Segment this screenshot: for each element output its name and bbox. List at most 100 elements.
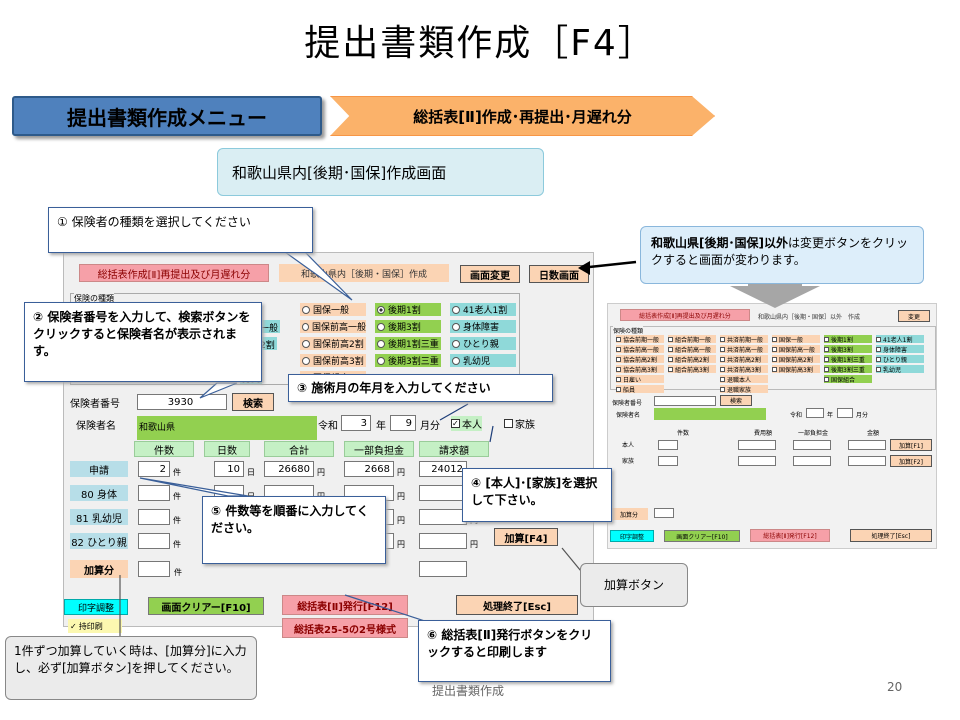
form-25-5-button[interactable]: 総括表25-5の2号様式	[282, 618, 408, 638]
issue-summary-button[interactable]: 総括表[Ⅱ]発行[F12]	[282, 595, 408, 615]
change-screen-button[interactable]: 画面変更	[460, 265, 520, 283]
insurance-radio[interactable]: 後期3割	[375, 320, 441, 333]
right-insurance-radio[interactable]: 後期3割三重	[824, 365, 872, 374]
right-insurance-radio[interactable]: 後期3割	[824, 345, 872, 354]
right-insurance-radio[interactable]: 組合前期一般	[668, 335, 716, 344]
year-input[interactable]: 3	[341, 415, 371, 431]
right-insurance-radio[interactable]: 国保一般	[772, 335, 820, 344]
right-print-adjust[interactable]: 印字調整	[610, 530, 654, 542]
right-cell-input[interactable]	[848, 456, 886, 466]
right-radio-label: 41老人1割	[883, 336, 913, 344]
table-cell-input[interactable]	[419, 533, 467, 549]
right-insurance-radio[interactable]: 組合前高3割	[668, 365, 716, 374]
print-stamp-label: 持印刷	[78, 621, 103, 631]
right-insurance-radio[interactable]: 退職家族	[720, 385, 768, 394]
insurance-radio[interactable]: 国保前高3割	[300, 354, 366, 367]
right-cell-input[interactable]	[793, 440, 831, 450]
insurance-radio[interactable]: 後期1割三重	[375, 337, 441, 350]
right-month-input[interactable]	[837, 408, 853, 418]
right-year-unit: 年	[827, 412, 834, 419]
table-cell-input[interactable]	[138, 485, 170, 501]
table-cell-input[interactable]	[419, 509, 467, 525]
insurance-radio[interactable]: 国保前高一般	[300, 320, 366, 333]
insurance-radio[interactable]: ひとり親	[450, 337, 516, 350]
insurance-radio[interactable]: 41老人1割	[450, 303, 516, 316]
insurance-radio[interactable]: 後期3割三重	[375, 354, 441, 367]
add-count-input[interactable]	[138, 561, 170, 577]
right-cell-input[interactable]	[738, 440, 776, 450]
right-radio-label: 協会前高2割	[623, 356, 657, 364]
right-cell-input[interactable]	[793, 456, 831, 466]
right-insurer-no-input[interactable]	[654, 396, 716, 406]
print-adjust-button[interactable]: 印字調整	[64, 599, 128, 615]
right-insurance-radio[interactable]: 退職本人	[720, 375, 768, 384]
right-add-input[interactable]	[654, 508, 674, 518]
right-insurance-radio[interactable]: 船員	[616, 385, 664, 394]
right-insurance-radio[interactable]: 組合前高一般	[668, 345, 716, 354]
right-insurance-radio[interactable]: 41老人1割	[876, 335, 924, 344]
table-cell-input[interactable]: 10	[214, 461, 244, 477]
right-insurance-radio[interactable]: 日雇い	[616, 375, 664, 384]
insurance-radio[interactable]: 後期1割	[375, 303, 441, 316]
right-insurance-radio[interactable]: 協会前高2割	[616, 355, 664, 364]
table-cell-input[interactable]: 2	[138, 461, 170, 477]
right-search-button[interactable]: 検索	[720, 395, 752, 406]
right-insurance-radio[interactable]: 国保前高一般	[772, 345, 820, 354]
right-insurance-radio[interactable]: 国保前高3割	[772, 365, 820, 374]
right-add-f2-button[interactable]: 加算[F2]	[890, 455, 932, 467]
right-insurance-radio[interactable]: 身体障害	[876, 345, 924, 354]
right-end-button[interactable]: 処理終了[Esc]	[850, 529, 932, 542]
right-clear-button[interactable]: 画面クリアー[F10]	[664, 530, 740, 542]
right-insurance-radio[interactable]: 乳幼児	[876, 365, 924, 374]
right-cell-input[interactable]	[738, 456, 776, 466]
table-cell-input[interactable]	[138, 533, 170, 549]
insurance-radio[interactable]: 身体障害	[450, 320, 516, 333]
month-input[interactable]: 9	[390, 415, 416, 431]
table-cell-input[interactable]	[138, 509, 170, 525]
add-f4-button[interactable]: 加算[F4]	[494, 528, 558, 546]
insurance-radio[interactable]: 乳幼児	[450, 354, 516, 367]
right-add-f1-button[interactable]: 加算[F1]	[890, 439, 932, 451]
right-insurance-radio[interactable]: 共済前高3割	[720, 365, 768, 374]
table-cell-input[interactable]	[419, 485, 467, 501]
print-stamp-checkbox[interactable]: ✓ 持印刷	[68, 619, 122, 633]
right-insurance-radio[interactable]: 協会前高3割	[616, 365, 664, 374]
radio-icon	[720, 336, 725, 342]
right-table-header: 件数費用額一部負担金金額	[608, 428, 938, 438]
right-insurance-radio[interactable]: ひとり親	[876, 355, 924, 364]
right-cell-input[interactable]	[848, 440, 886, 450]
right-insurance-radio[interactable]: 共済前高2割	[720, 355, 768, 364]
add-claim-input[interactable]	[419, 561, 467, 577]
table-cell-input[interactable]: 26680	[264, 461, 314, 477]
right-insurance-radio[interactable]: 共済前期一般	[720, 335, 768, 344]
right-cell-input[interactable]	[658, 440, 678, 450]
right-insurance-radio[interactable]: 後期1割	[824, 335, 872, 344]
days-screen-button[interactable]: 日数画面	[529, 265, 589, 283]
column-header: 合計	[264, 441, 334, 457]
right-insurance-radio[interactable]: 国保前高2割	[772, 355, 820, 364]
right-cell-input[interactable]	[658, 456, 678, 466]
insurance-radio[interactable]: 国保一般	[300, 303, 366, 316]
radio-icon	[616, 356, 621, 362]
right-insurance-radio[interactable]: 協会前高一般	[616, 345, 664, 354]
search-button[interactable]: 検索	[232, 393, 274, 411]
add-button-callout: 加算ボタン	[580, 563, 688, 607]
family-checkbox[interactable]: 家族	[504, 416, 535, 431]
column-header: 日数	[204, 441, 250, 457]
table-cell-input[interactable]: 2668	[344, 461, 394, 477]
right-insurance-radio[interactable]: 組合前高2割	[668, 355, 716, 364]
right-issue-button[interactable]: 総括表[Ⅱ]発行[F12]	[750, 529, 830, 542]
table-cell-input[interactable]: 24012	[419, 461, 467, 477]
right-insurance-radio[interactable]: 後期1割三重	[824, 355, 872, 364]
insurer-no-input[interactable]: 3930	[137, 394, 227, 410]
end-process-button[interactable]: 処理終了[Esc]	[456, 595, 578, 615]
insurance-radio[interactable]: 国保前高2割	[300, 337, 366, 350]
right-insurance-radio[interactable]: 共済前高一般	[720, 345, 768, 354]
right-radio-label: 共済前高一般	[727, 346, 764, 354]
self-checkbox[interactable]: ✓ 本人	[451, 416, 482, 431]
right-insurance-radio[interactable]: 国保組合	[824, 375, 872, 384]
right-year-input[interactable]	[806, 408, 824, 418]
right-insurance-radio[interactable]: 協会前期一般	[616, 335, 664, 344]
right-change-button[interactable]: 変更	[898, 310, 930, 322]
clear-screen-button[interactable]: 画面クリアー[F10]	[148, 597, 264, 615]
